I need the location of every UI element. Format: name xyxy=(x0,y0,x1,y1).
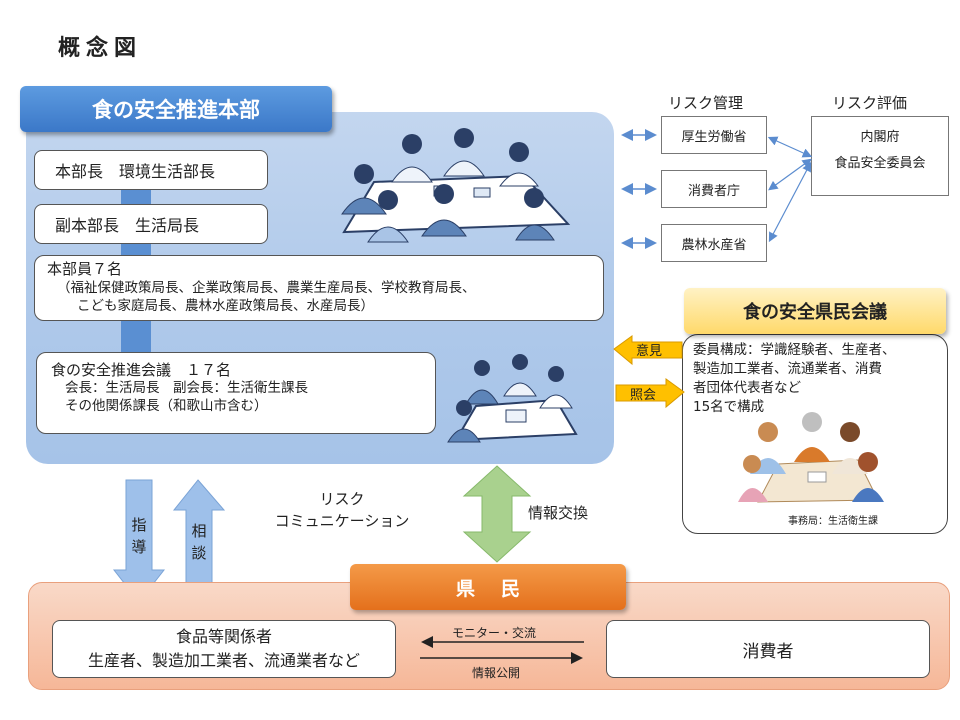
risk-communication-line1: リスク xyxy=(319,490,365,508)
food-related-box: 食品等関係者 生産者、製造加工業者、流通業者など xyxy=(52,620,396,678)
information-exchange-arrow xyxy=(462,465,532,563)
monitor-exchange-label: モニター・交流 xyxy=(452,626,537,640)
council-arrows xyxy=(613,335,685,409)
ministry-connector-arrows xyxy=(621,129,813,249)
prefectural-council-header: 食の安全県民会議 xyxy=(684,288,946,334)
risk-communication-line2: コミュニケーション xyxy=(274,512,410,530)
hq-vice-chief-box: 副本部長 生活局長 xyxy=(34,204,268,244)
hq-members-line2: こども家庭局長、農林水産政策局長、水産局長） xyxy=(77,298,374,314)
prefectural-council-line3: 者団体代表者など xyxy=(693,380,801,396)
risk-management-label: リスク管理 xyxy=(668,94,744,112)
prefectural-council-line2: 製造加工業者、流通業者、消費 xyxy=(693,361,882,377)
ministry-mhlw-label: 厚生労働省 xyxy=(681,129,747,145)
guidance-consultation-arrows xyxy=(112,479,226,603)
promotion-council-line1: 会長：生活局長 副会長：生活衛生課長 xyxy=(65,380,308,396)
prefectural-council-line1: 委員構成：学識経験者、生産者、 xyxy=(693,342,896,358)
citizens-header: 県民 xyxy=(350,564,626,610)
consumers-label: 消費者 xyxy=(742,641,794,662)
food-safety-commission-box: 内閣府 食品安全委員会 xyxy=(811,116,949,196)
hq-members-title: 本部員７名 xyxy=(47,260,123,278)
promotion-council-line2: その他関係課長（和歌山市含む） xyxy=(65,398,268,414)
prefectural-council-box: 委員構成：学識経験者、生産者、 製造加工業者、流通業者、消費 者団体代表者など … xyxy=(682,334,948,534)
info-disclosure-label: 情報公開 xyxy=(472,666,521,680)
inquiry-label: 照会 xyxy=(630,388,657,403)
ministry-mhlw-box: 厚生労働省 xyxy=(661,116,767,154)
consultation-label: 相談 xyxy=(191,522,207,562)
risk-assessment-label: リスク評価 xyxy=(832,94,908,112)
information-exchange-label: 情報交換 xyxy=(528,504,589,522)
cabinet-office-label: 内閣府 xyxy=(860,130,900,145)
hq-chief-box: 本部長 環境生活部長 xyxy=(34,150,268,190)
prefectural-council-count: 15名で構成 xyxy=(693,399,765,415)
meeting-illustration-large xyxy=(341,128,571,243)
page-title: 概念図 xyxy=(58,36,143,61)
ministry-caa-box: 消費者庁 xyxy=(661,170,767,208)
opinion-label: 意見 xyxy=(636,344,663,359)
hq-header: 食の安全推進本部 xyxy=(20,86,332,132)
hq-chief-label: 本部長 環境生活部長 xyxy=(55,162,216,181)
secretariat-label: 事務局：生活衛生課 xyxy=(788,516,878,527)
ministry-caa-label: 消費者庁 xyxy=(687,183,740,199)
hq-vice-chief-label: 副本部長 生活局長 xyxy=(55,216,200,235)
consumers-box: 消費者 xyxy=(606,620,930,678)
food-related-title: 食品等関係者 xyxy=(175,627,272,646)
risk-communication-label: リスク コミュニケーション xyxy=(252,488,432,532)
guidance-label: 指導 xyxy=(131,516,147,556)
council-meeting-illustration xyxy=(738,412,884,503)
ministry-maff-label: 農林水産省 xyxy=(681,237,747,253)
promotion-council-box: 食の安全推進会議 １７名 会長：生活局長 副会長：生活衛生課長 その他関係課長（… xyxy=(36,352,436,434)
promotion-council-title: 食の安全推進会議 １７名 xyxy=(51,361,232,379)
ministry-maff-box: 農林水産省 xyxy=(661,224,767,262)
meeting-illustration-small xyxy=(447,354,578,443)
hq-members-box: 本部員７名 （福祉保健政策局長、企業政策局長、農業生産局長、学校教育局長、 こど… xyxy=(34,255,604,321)
food-safety-commission-label: 食品安全委員会 xyxy=(834,156,926,171)
citizens-exchange-arrows xyxy=(420,636,584,664)
food-related-sub: 生産者、製造加工業者、流通業者など xyxy=(87,651,360,670)
hq-members-line1: （福祉保健政策局長、企業政策局長、農業生産局長、学校教育局長、 xyxy=(57,280,476,296)
